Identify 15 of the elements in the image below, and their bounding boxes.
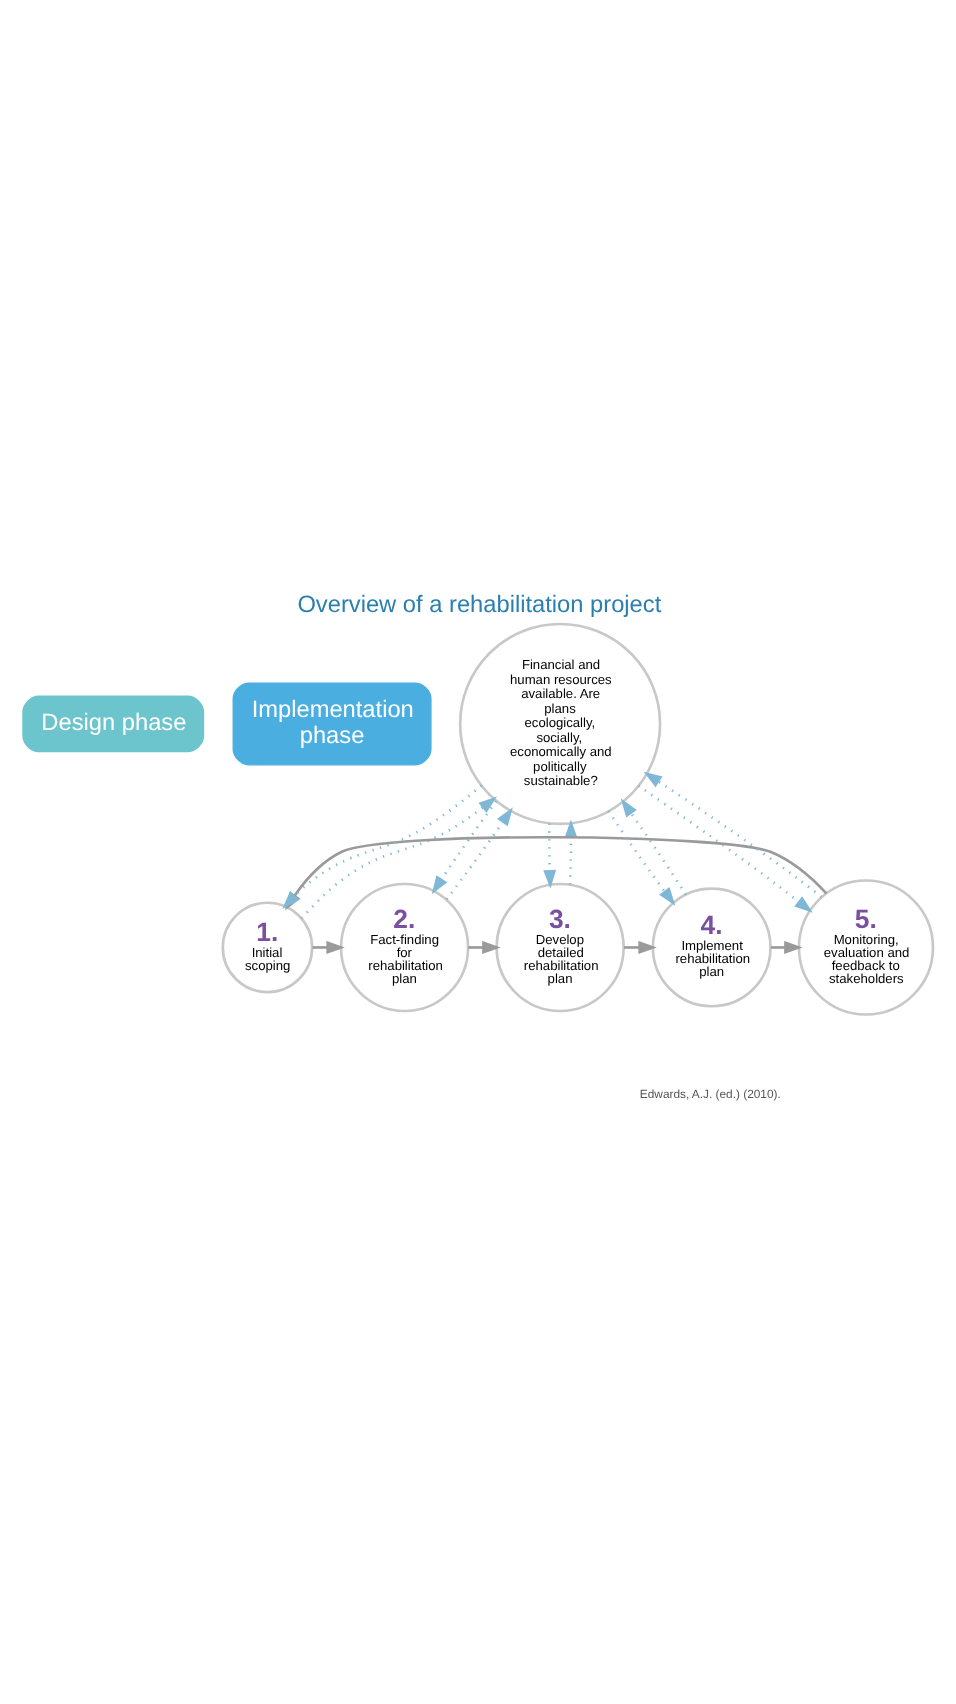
arrow (431, 799, 498, 894)
arrow (468, 940, 501, 953)
node-box: Design phase (22, 694, 205, 752)
diagram-title: Overview of a rehabilitation project (297, 588, 662, 617)
arrow (445, 806, 513, 900)
arrow (300, 795, 498, 919)
arrow (312, 940, 345, 953)
arrow (637, 783, 813, 912)
arrow (624, 940, 657, 953)
arrow (620, 797, 687, 895)
node-box: Implementation phase (232, 681, 432, 765)
arrow (607, 809, 676, 905)
arrow (643, 770, 823, 898)
arrow (543, 822, 557, 888)
arrow (770, 940, 803, 953)
